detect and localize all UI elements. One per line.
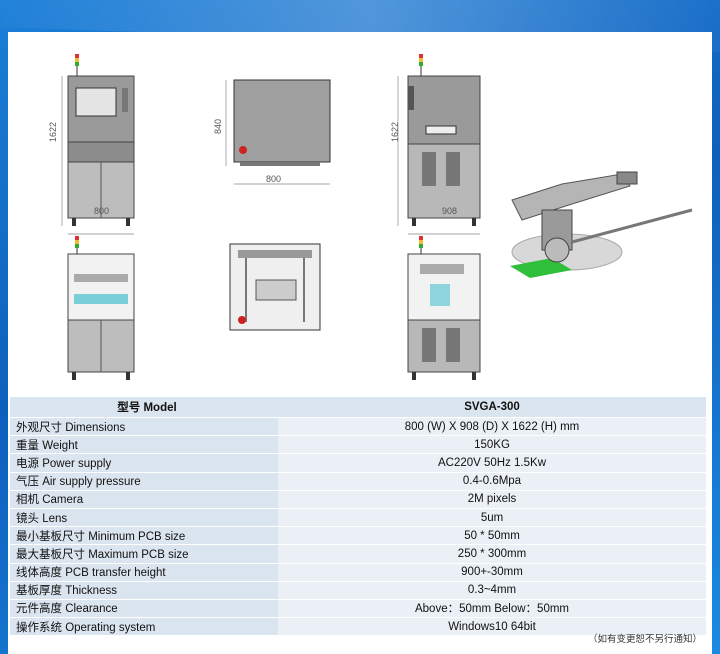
spec-value: 2M pixels: [278, 490, 706, 509]
front-width-label: 800: [94, 206, 110, 216]
spec-header-row: 型号 Model SVGA-300: [10, 397, 706, 418]
spec-label: 元件高度 Clearance: [10, 599, 278, 619]
footnote: （如有变更恕不另行通知）: [587, 634, 702, 645]
spec-value: 900+-30mm: [278, 563, 706, 582]
side-open-view-drawing: [407, 236, 481, 380]
spec-label: 外观尺寸 Dimensions: [10, 417, 278, 437]
side-height-label: 1622: [390, 121, 400, 142]
front-height-label: 1622: [48, 121, 58, 142]
top-open-view-drawing: [229, 243, 321, 331]
side-width-label: 908: [442, 206, 458, 216]
top-width-label: 800: [266, 174, 282, 184]
side-view-drawing: [397, 54, 481, 235]
spec-value: 50 * 50mm: [278, 526, 706, 546]
spec-label: 镜头 Lens: [10, 508, 278, 528]
spec-label: 重量 Weight: [10, 435, 278, 455]
spec-value: 800 (W) X 908 (D) X 1622 (H) mm: [278, 417, 706, 437]
spec-label: 线体高度 PCB transfer height: [10, 563, 278, 582]
spec-label: 最大基板尺寸 Maximum PCB size: [10, 544, 278, 564]
top-depth-label: 840: [213, 118, 223, 134]
spec-label: 基板厚度 Thickness: [10, 581, 278, 600]
spec-label: 相机 Camera: [10, 490, 278, 509]
spec-header-value: SVGA-300: [278, 397, 706, 418]
spec-label: 操作系统 Operating system: [10, 617, 278, 637]
isometric-view-drawing: [510, 171, 693, 278]
spec-header-label: 型号 Model: [10, 397, 278, 418]
front-view-drawing: [61, 54, 135, 235]
spec-label: 最小基板尺寸 Minimum PCB size: [10, 526, 278, 546]
spec-value: 5um: [278, 508, 706, 528]
front-open-view-drawing: [67, 236, 135, 380]
spec-label: 气压 Air supply pressure: [10, 472, 278, 491]
spec-value: Windows10 64bit: [278, 617, 706, 637]
spec-value: 150KG: [278, 435, 706, 455]
spec-label: 电源 Power supply: [10, 453, 278, 473]
spec-value: 0.3~4mm: [278, 581, 706, 600]
spec-value: 250 * 300mm: [278, 544, 706, 564]
spec-value: AC220V 50Hz 1.5Kw: [278, 453, 706, 473]
spec-value: 0.4-0.6Mpa: [278, 472, 706, 491]
spec-value: Above：50mm Below：50mm: [278, 599, 706, 619]
top-view-drawing: [225, 79, 331, 185]
